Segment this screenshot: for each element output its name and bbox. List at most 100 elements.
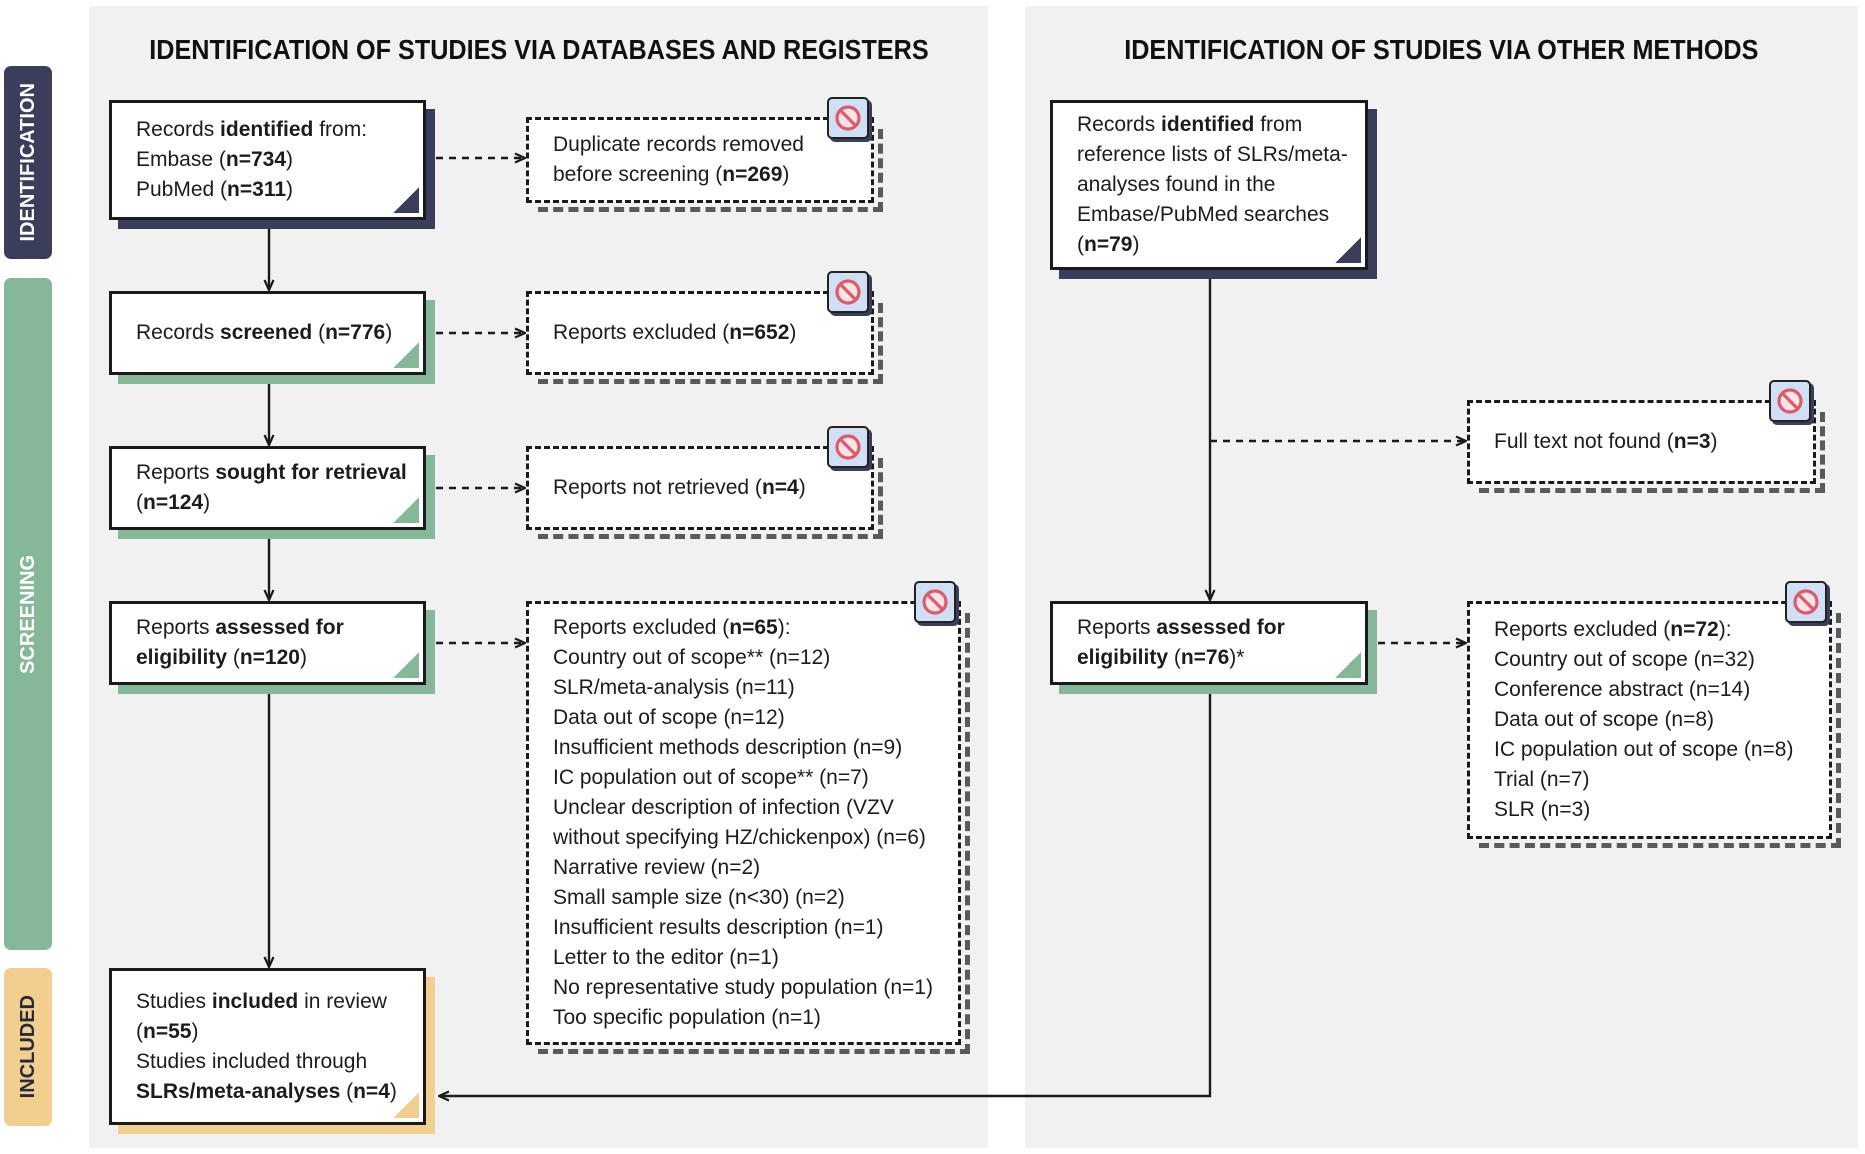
text-segment: Trial (n=7) [1494,768,1590,791]
text-segment: ) [782,163,790,186]
no-entry-glyph [1777,388,1803,414]
text-segment: Narrative review (n=2) [553,856,761,879]
text-segment: ) [1132,233,1140,256]
text-line: Reports excluded (n=72): [1494,615,1829,645]
text-line: Too specific population (n=1) [553,1003,958,1033]
text-segment: ) [286,178,294,201]
text-segment: ) [299,646,307,669]
text-segment: Letter to the editor (n=1) [553,946,779,969]
no-entry-icon [1785,581,1827,623]
text-segment: Reports not retrieved ( [553,476,762,499]
text-line: Records identified from [1077,110,1365,140]
text-segment: No representative study population (n=1) [553,976,933,999]
text-line: Reports not retrieved (n=4) [553,473,871,503]
text-line: (n=55) [136,1017,423,1047]
emphasized-text: n=76 [1180,646,1230,669]
stage-label-screening: SCREENING [4,278,52,950]
box-reports-not-retrieved: Reports not retrieved (n=4) [526,426,883,539]
text-segment: in review [298,989,387,1013]
text-line: Insufficient methods description (n=9) [553,733,958,763]
text-segment: Reports excluded ( [553,616,730,639]
text-segment: ) [191,1019,199,1043]
no-entry-glyph [835,279,861,305]
box-reports-excluded-other: Reports excluded (n=72):Country out of s… [1467,581,1841,848]
text-segment: Studies [136,989,212,1013]
emphasized-text: n=652 [729,321,790,344]
emphasized-text: identified [220,118,314,141]
text-segment: ): [1718,618,1732,641]
box-records-identified-databases: Records identified from:Embase (n=734)Pu… [109,100,426,220]
text-line: Reports assessed for [1077,613,1365,643]
text-line: eligibility (n=120) [136,643,423,673]
text-line: Embase/PubMed searches [1077,200,1365,230]
emphasized-text: n=72 [1670,618,1719,641]
text-segment: ( [340,1079,354,1103]
text-segment: Duplicate records removed [553,133,804,156]
text-segment: ( [227,646,240,669]
text-line: SLR (n=3) [1494,795,1829,825]
text-segment: ( [1077,233,1084,256]
emphasized-text: screened [220,321,313,344]
box-duplicates-removed: Duplicate records removed before screenin… [526,97,883,212]
text-line: Full text not found (n=3) [1494,427,1813,457]
no-entry-icon [1769,380,1811,422]
text-segment: ) [286,148,294,171]
stage-label-included: INCLUDED [4,968,52,1126]
text-line: before screening (n=269) [553,160,871,190]
text-segment: Insufficient methods description (n=9) [553,736,903,759]
emphasized-text: sought for retrieval [215,461,407,484]
box-reports-excluded-screening: Reports excluded (n=652) [526,271,883,384]
no-entry-glyph [922,589,948,615]
stage-label-identification: IDENTIFICATION [4,66,52,259]
text-line: Data out of scope (n=12) [553,703,958,733]
text-segment: Records [136,321,221,344]
emphasized-text: n=776 [325,321,386,344]
emphasized-text: SLRs/meta-analyses [136,1079,341,1103]
box-records-screened: Records screened (n=776) [109,291,426,375]
text-segment: before screening ( [553,163,723,186]
text-segment: SLR/meta-analysis (n=11) [553,676,795,699]
box-studies-included: Studies included in review(n=55)Studies … [109,968,426,1125]
text-segment: IC population out of scope** (n=7) [553,766,869,789]
text-line: Data out of scope (n=8) [1494,705,1829,735]
no-entry-icon [827,271,869,313]
text-segment: Country out of scope** (n=12) [553,646,831,669]
emphasized-text: n=311 [227,178,287,201]
text-segment: Records [1077,113,1162,136]
section-title-text: IDENTIFICATION OF STUDIES VIA OTHER METH… [1124,34,1759,65]
text-line: eligibility (n=76)* [1077,643,1365,673]
text-segment: ) [203,491,211,514]
emphasized-text: assessed for [1156,616,1285,639]
text-line: Insufficient results description (n=1) [553,913,958,943]
box-reports-excluded-databases: Reports excluded (n=65): Country out of s… [526,581,970,1054]
box-full-text-not-found: Full text not found (n=3) [1467,380,1825,493]
text-line: IC population out of scope** (n=7) [553,763,958,793]
emphasized-text: n=65 [729,616,778,639]
text-segment: reference lists of SLRs/meta- [1077,143,1348,166]
text-line: (n=79) [1077,230,1365,260]
text-line: reference lists of SLRs/meta- [1077,140,1365,170]
text-segment: Insufficient results description (n=1) [553,916,884,939]
emphasized-text: assessed for [215,616,344,639]
text-line: Narrative review (n=2) [553,853,958,883]
text-segment: from [1254,113,1303,136]
emphasized-text: identified [1161,113,1255,136]
emphasized-text: n=269 [722,163,783,186]
text-segment: Data out of scope (n=8) [1494,708,1715,731]
text-line: Trial (n=7) [1494,765,1829,795]
emphasized-text: n=55 [143,1019,192,1043]
text-segment: ) [789,321,797,344]
text-line: Reports excluded (n=65): [553,613,958,643]
text-segment: Small sample size (n<30) (n=2) [553,886,845,909]
text-segment: Studies included through [136,1049,368,1073]
text-line: (n=124) [136,488,423,518]
emphasized-text: n=124 [143,491,204,514]
text-segment: Reports [136,461,216,484]
text-line: Conference abstract (n=14) [1494,675,1829,705]
no-entry-glyph [1793,589,1819,615]
text-line: Reports excluded (n=652) [553,318,871,348]
text-line: SLR/meta-analysis (n=11) [553,673,958,703]
